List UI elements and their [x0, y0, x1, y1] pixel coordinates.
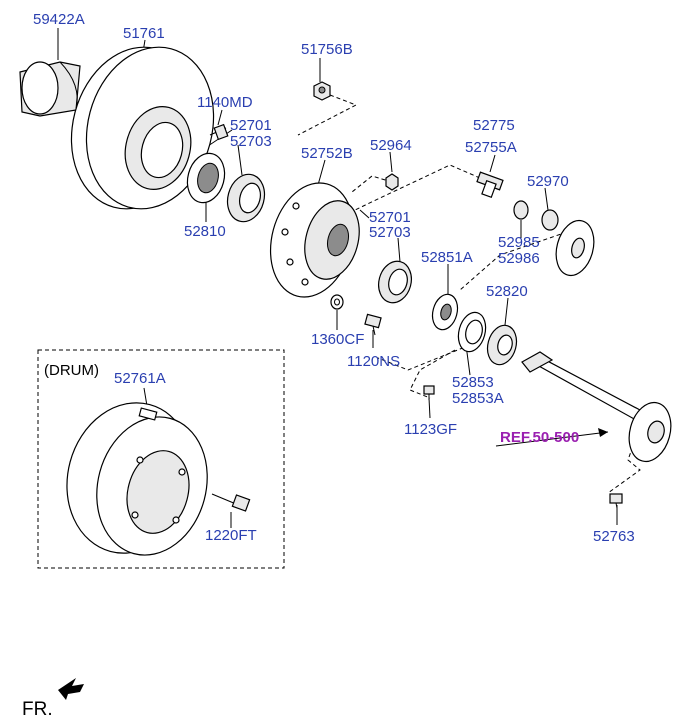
part-1120NS-bolt	[364, 313, 382, 336]
part-1220FT-bolt	[211, 493, 251, 512]
part-52703-bearing-upper	[226, 173, 266, 223]
label-51756B: 51756B	[301, 41, 353, 58]
label-52810: 52810	[184, 223, 226, 240]
label-52701-lower: 52701	[369, 209, 411, 226]
label-52853A: 52853A	[452, 390, 504, 407]
part-52763-bolt	[609, 493, 623, 509]
part-axle-shaft	[521, 351, 672, 463]
label-52820: 52820	[486, 283, 528, 300]
drum-box	[37, 349, 285, 569]
part-52703-bearing-lower	[378, 260, 412, 304]
front-direction-arrow	[58, 678, 84, 700]
label-52703-upper: 52703	[230, 133, 272, 150]
label-1123GF: 1123GF	[404, 421, 457, 438]
part-1360CF-washer	[330, 294, 344, 310]
part-1140MD-bolt	[209, 123, 229, 141]
label-52853: 52853	[452, 374, 494, 391]
label-52752B: 52752B	[301, 145, 353, 162]
label-52703-lower: 52703	[369, 224, 411, 241]
part-52964-nut	[385, 173, 399, 191]
part-52810-seal	[186, 152, 226, 204]
part-52970-cap	[541, 209, 559, 231]
label-52970: 52970	[527, 173, 569, 190]
label-52763: 52763	[593, 528, 635, 545]
ref-arrow	[495, 428, 609, 447]
reference-link[interactable]: REF.50-500	[500, 429, 579, 446]
part-52853-locknut	[457, 311, 487, 353]
label-52964: 52964	[370, 137, 412, 154]
label-1360CF: 1360CF	[311, 331, 364, 348]
label-52775: 52775	[473, 117, 515, 134]
leader-lines	[57, 28, 641, 528]
label-1140MD: 1140MD	[197, 94, 253, 111]
part-59422A-bearing	[19, 61, 81, 117]
label-52985: 52985	[498, 234, 540, 251]
label-1120NS: 1120NS	[347, 353, 400, 370]
label-59422A: 59422A	[33, 11, 85, 28]
front-direction-label: FR.	[22, 699, 53, 720]
part-52820-nut	[486, 324, 518, 366]
part-52761A-brake-drum	[66, 402, 208, 556]
part-1123GF-bolt	[423, 385, 435, 400]
drum-box-title: (DRUM)	[44, 362, 99, 379]
label-52986: 52986	[498, 250, 540, 267]
label-1220FT: 1220FT	[205, 527, 257, 544]
part-52851A-lockwasher	[431, 293, 459, 331]
label-52851A: 52851A	[421, 249, 473, 266]
label-52701-upper: 52701	[230, 117, 272, 134]
label-51761: 51761	[123, 25, 165, 42]
part-52752B-hub	[269, 182, 360, 298]
part-number-labels: 59422A 51761 51756B 1140MD 52701 52703 5…	[33, 11, 635, 545]
part-51761-brake-disc	[70, 46, 215, 210]
part-52775-stud	[476, 171, 504, 199]
label-52755A: 52755A	[465, 139, 517, 156]
part-51756B-nut	[313, 81, 331, 101]
label-52761A: 52761A	[114, 370, 166, 387]
part-hub-cap	[555, 219, 595, 277]
part-52985-nut	[513, 200, 529, 220]
